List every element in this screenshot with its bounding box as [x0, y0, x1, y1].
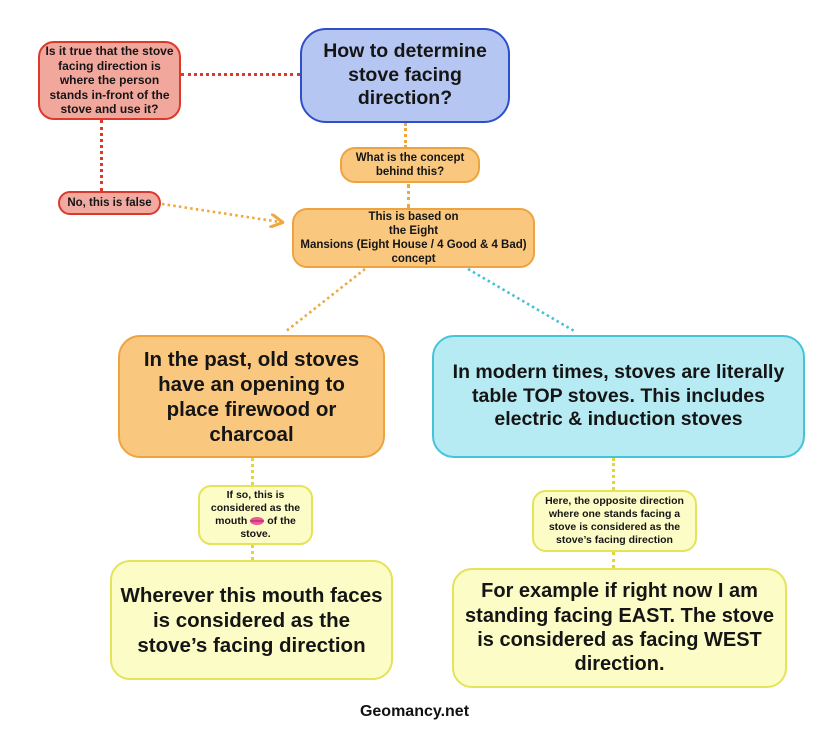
lips-icon — [250, 517, 265, 525]
connector-past-to-mouth-note — [251, 458, 254, 485]
node-modern-stoves-label: In modern times, stoves are literally ta… — [452, 360, 785, 431]
connector-question-to-title — [181, 73, 300, 76]
node-question-label: Is it true that the stove facing directi… — [45, 43, 174, 117]
node-opposite-note-label: Here, the opposite direction where one s… — [545, 495, 684, 546]
connector-title-to-concept-question — [404, 123, 407, 148]
footer-brand: Geomancy.net — [359, 703, 470, 720]
connector-modern-to-opposite-note — [612, 458, 615, 490]
node-mouth-rule: Wherever this mouth faces is considered … — [110, 560, 393, 680]
connector-concept-question-to-concept — [407, 184, 410, 208]
node-false-answer-label: No, this is false — [67, 196, 152, 209]
node-opposite-note: Here, the opposite direction where one s… — [532, 490, 697, 552]
node-concept-question: What is the concept behind this? — [340, 147, 480, 183]
node-concept: This is based on the Eight Mansions (Eig… — [292, 208, 535, 268]
node-concept-label: This is based on the Eight Mansions (Eig… — [300, 210, 527, 266]
node-question: Is it true that the stove facing directi… — [38, 41, 181, 120]
mouth-note-before: If so, this is considered as the mouth — [210, 489, 301, 527]
node-title-label: How to determine stove facing direction? — [323, 39, 487, 110]
node-past-stoves-label: In the past, old stoves have an opening … — [143, 347, 360, 446]
connector-concept-to-modern — [467, 267, 577, 334]
node-concept-question-label: What is the concept behind this? — [355, 151, 465, 178]
connector-concept-to-past — [284, 267, 366, 334]
connector-mouth-note-to-rule — [251, 545, 254, 560]
mouth-note-after: of the stove. — [240, 515, 296, 540]
node-example-label: For example if right now I am standing f… — [465, 580, 774, 676]
node-false-answer: No, this is false — [58, 191, 161, 215]
node-mouth-rule-label: Wherever this mouth faces is considered … — [120, 583, 383, 657]
node-modern-stoves: In modern times, stoves are literally ta… — [432, 335, 805, 458]
node-past-stoves: In the past, old stoves have an opening … — [118, 335, 385, 458]
connector-false-to-concept-arrow — [161, 202, 280, 222]
connector-opposite-note-to-example — [612, 552, 615, 568]
node-title: How to determine stove facing direction? — [300, 28, 510, 123]
node-example: For example if right now I am standing f… — [452, 568, 787, 688]
connector-question-to-false — [100, 120, 103, 191]
